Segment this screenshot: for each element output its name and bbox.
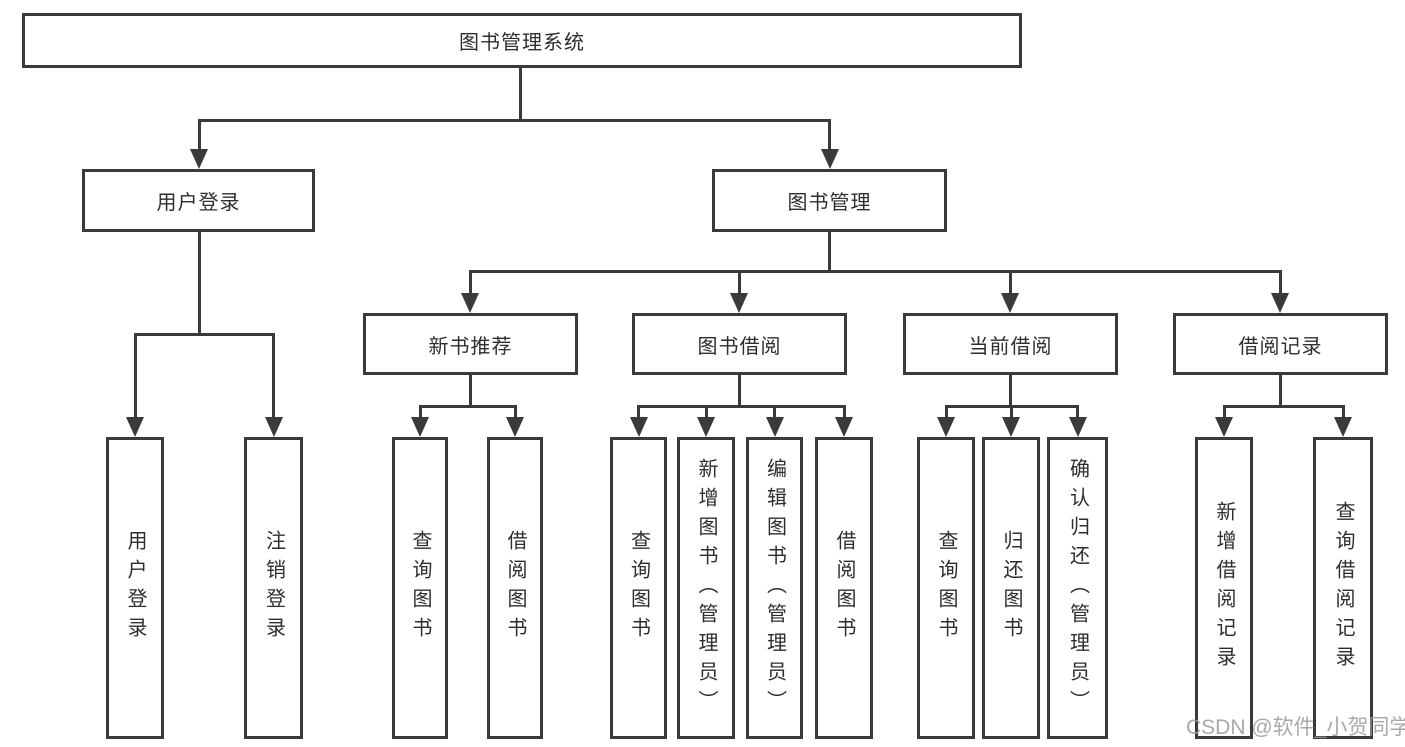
node-current-confirm-return-admin: 确认归还（管理员） xyxy=(1047,437,1108,739)
node-records-query-record-label: 查询借阅记录 xyxy=(1332,501,1354,675)
node-current-return-books-label: 归还图书 xyxy=(1000,530,1022,646)
node-login-user-login: 用户登录 xyxy=(106,437,164,739)
arrow-down-icon xyxy=(1001,293,1019,313)
node-borrowing-records: 借阅记录 xyxy=(1173,313,1388,375)
node-borrow-borrow-books-label: 借阅图书 xyxy=(833,530,855,646)
connector-newbook-rail xyxy=(419,405,517,408)
node-user-login: 用户登录 xyxy=(82,169,315,232)
arrow-down-icon xyxy=(1068,417,1087,437)
csdn-watermark: CSDN @软件_小贺同学 xyxy=(1186,716,1405,739)
node-current-borrowing-label: 当前借阅 xyxy=(968,335,1053,358)
node-current-confirm-return-admin-label: 确认归还（管理员） xyxy=(1066,457,1089,719)
node-borrow-edit-books-admin: 编辑图书（管理员） xyxy=(746,437,803,739)
node-current-query-books-label: 查询图书 xyxy=(935,530,957,646)
arrow-down-icon xyxy=(126,417,144,437)
connector-borrow-stub xyxy=(737,373,741,407)
connector-records-rail xyxy=(1223,405,1344,408)
node-borrowing-records-label: 借阅记录 xyxy=(1238,335,1323,358)
connector-newbook-stub xyxy=(468,373,472,407)
connector-drop-user-login xyxy=(197,119,201,151)
arrow-down-icon xyxy=(190,149,208,169)
connector-drop-borrow-4 xyxy=(842,405,846,419)
node-newbook-borrow-books-label: 借阅图书 xyxy=(504,530,526,646)
connector-drop-current-1 xyxy=(944,405,948,419)
connector-user-login-stub xyxy=(197,230,201,335)
arrow-down-icon xyxy=(629,417,648,437)
connector-drop-current-3 xyxy=(1076,405,1079,419)
node-newbook-query-books-label: 查询图书 xyxy=(409,530,431,646)
connector-drop-records-1 xyxy=(1222,405,1226,419)
connector-current-stub xyxy=(1008,373,1012,407)
arrow-down-icon xyxy=(937,417,955,437)
arrow-down-icon xyxy=(1271,293,1289,313)
node-borrow-query-books: 查询图书 xyxy=(610,437,667,739)
connector-login-rail xyxy=(134,333,275,336)
arrow-down-icon xyxy=(506,417,524,437)
node-borrow-edit-books-admin-label: 编辑图书（管理员） xyxy=(763,457,786,719)
connector-root-stub xyxy=(519,65,522,121)
connector-drop-newbook-1 xyxy=(418,405,422,419)
node-newbook-query-books: 查询图书 xyxy=(392,437,448,739)
node-borrow-add-books-admin: 新增图书（管理员） xyxy=(677,437,735,739)
connector-drop-current-2 xyxy=(1009,405,1013,419)
connector-level2-rail xyxy=(198,119,831,122)
connector-drop-records-2 xyxy=(1341,405,1345,419)
node-borrow-query-books-label: 查询图书 xyxy=(627,530,650,646)
node-borrow-add-books-admin-label: 新增图书（管理员） xyxy=(695,457,717,719)
connector-records-stub xyxy=(1278,373,1282,407)
node-book-borrowing-label: 图书借阅 xyxy=(697,335,782,358)
arrow-down-icon xyxy=(835,417,853,437)
connector-drop-newbook-2 xyxy=(513,405,517,419)
node-borrow-borrow-books: 借阅图书 xyxy=(815,437,873,739)
connector-drop-borrow-1 xyxy=(637,405,640,419)
node-login-logout-label: 注销登录 xyxy=(262,530,285,646)
connector-drop-borrow-3 xyxy=(773,405,776,419)
connector-drop-borrow-2 xyxy=(704,405,708,419)
connector-drop-records xyxy=(1278,270,1282,295)
arrow-down-icon xyxy=(730,293,748,313)
node-newbook-borrow-books: 借阅图书 xyxy=(487,437,543,739)
node-user-login-label: 用户登录 xyxy=(156,192,241,214)
node-login-logout: 注销登录 xyxy=(244,437,303,739)
connector-drop-book-management xyxy=(828,119,831,151)
connector-drop-borrow xyxy=(737,270,741,295)
arrow-down-icon xyxy=(697,417,715,437)
arrow-down-icon xyxy=(765,417,784,437)
arrow-down-icon xyxy=(1215,417,1233,437)
node-root: 图书管理系统 xyxy=(22,13,1022,68)
node-book-management: 图书管理 xyxy=(712,169,947,232)
node-login-user-login-label: 用户登录 xyxy=(124,530,146,646)
node-root-label: 图书管理系统 xyxy=(459,32,585,54)
connector-drop-login-1 xyxy=(133,333,137,419)
connector-book-management-stub xyxy=(828,230,831,272)
node-records-add-record: 新增借阅记录 xyxy=(1195,437,1253,739)
arrow-down-icon xyxy=(264,417,283,437)
arrow-down-icon xyxy=(820,149,839,169)
connector-drop-current xyxy=(1008,270,1012,295)
node-book-borrowing: 图书借阅 xyxy=(632,313,847,375)
connector-level3-rail xyxy=(469,270,1282,273)
node-new-book-recommend: 新书推荐 xyxy=(363,313,578,375)
connector-borrow-rail xyxy=(637,405,846,408)
arrow-down-icon xyxy=(1334,417,1352,437)
arrow-down-icon xyxy=(411,417,429,437)
node-current-return-books: 归还图书 xyxy=(982,437,1040,739)
node-book-management-label: 图书管理 xyxy=(787,192,872,214)
connector-drop-login-2 xyxy=(272,333,275,419)
node-current-query-books: 查询图书 xyxy=(917,437,975,739)
node-records-query-record: 查询借阅记录 xyxy=(1313,437,1373,739)
arrow-down-icon xyxy=(461,293,479,313)
arrow-down-icon xyxy=(1002,417,1020,437)
node-new-book-recommend-label: 新书推荐 xyxy=(428,335,513,358)
node-records-add-record-label: 新增借阅记录 xyxy=(1213,501,1235,675)
node-current-borrowing: 当前借阅 xyxy=(903,313,1118,375)
connector-drop-newbook xyxy=(468,270,472,295)
